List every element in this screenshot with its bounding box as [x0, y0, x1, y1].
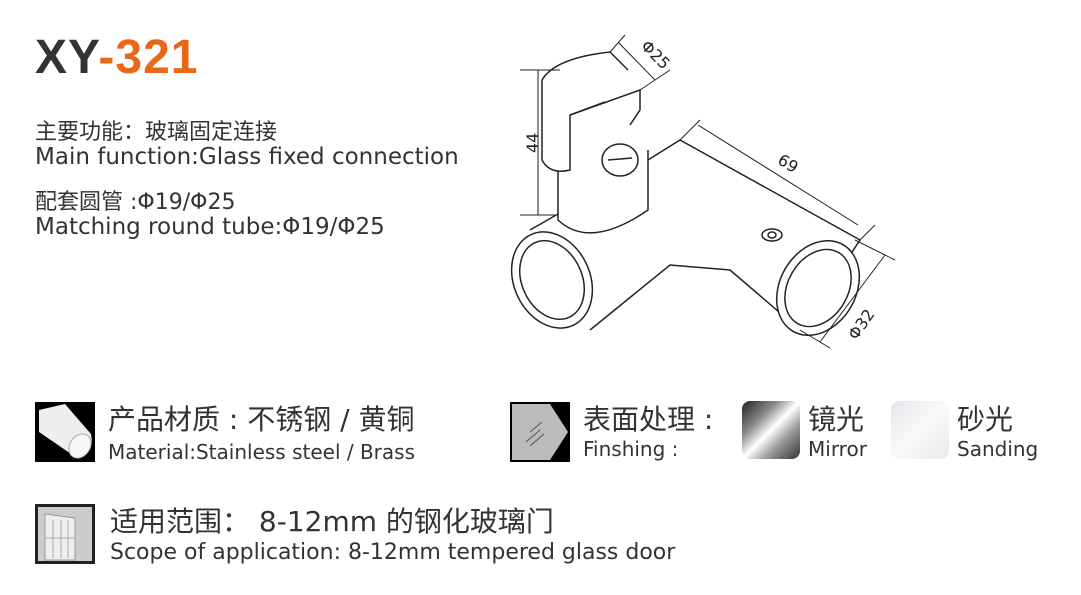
material-cn: 产品材质 : 不锈钢 / 黄铜: [108, 403, 415, 436]
model-title: XY-321: [35, 30, 198, 85]
mirror-swatch: [742, 401, 800, 459]
door-icon: [35, 504, 95, 564]
scope-cn: 适用范围： 8-12mm 的钢化玻璃门: [110, 505, 554, 538]
material-en: Material:Stainless steel / Brass: [108, 440, 415, 464]
product-drawing: 44 Φ25 69 Φ32: [510, 34, 896, 349]
tube-en: Matching round tube:Φ19/Φ25: [35, 214, 385, 240]
tube-cn: 配套圆管 :Φ19/Φ25: [35, 190, 236, 215]
function-en: Main function:Glass fixed connection: [35, 144, 459, 170]
finishing-cn: 表面处理 :: [583, 403, 714, 436]
function-cn: 主要功能：玻璃固定连接: [35, 120, 278, 145]
sanding-en: Sanding: [957, 437, 1039, 461]
scope-en: Scope of application: 8-12mm tempered gl…: [110, 540, 676, 565]
sanding-cn: 砂光: [957, 403, 1014, 436]
sanding-swatch: [891, 401, 949, 459]
model-prefix: XY: [35, 31, 99, 84]
mirror-cn: 镜光: [808, 403, 865, 436]
model-number: -321: [98, 31, 199, 84]
finishing-icon: [510, 402, 570, 462]
dim-height: 44: [523, 133, 542, 153]
dim-tube: Φ32: [844, 305, 878, 343]
finishing-en: Finshing :: [583, 437, 679, 461]
mirror-en: Mirror: [808, 437, 867, 461]
dim-length: 69: [774, 150, 801, 177]
material-icon: [35, 402, 95, 462]
